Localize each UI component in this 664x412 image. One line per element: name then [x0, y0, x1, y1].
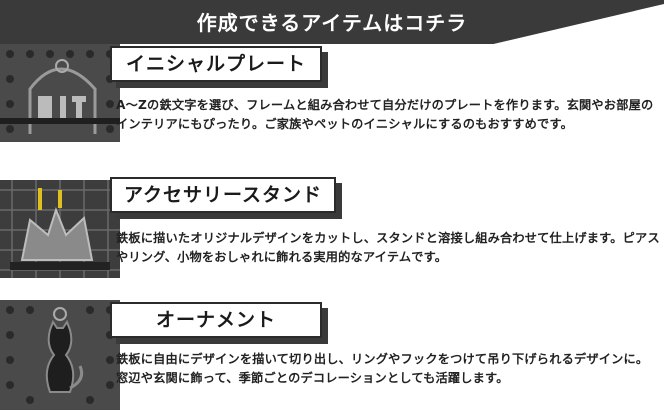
description-paragraph: 鉄板に描いたオリジナルデザインをカットし、スタンドと溶接し組み合わせて仕上げます…	[116, 231, 660, 264]
item-initial-plate: イニシャルプレート A～Zの鉄文字を選び、フレームと組み合わせて自分だけのプレー…	[0, 44, 664, 148]
initial-plate-photo	[0, 44, 120, 142]
item-label: アクセサリースタンド	[123, 184, 323, 206]
item-label-box: アクセサリースタンド	[110, 177, 336, 213]
description-paragraph: A～Zの鉄文字を選び、フレームと組み合わせて自分だけのプレートを作ります。玄関や…	[116, 98, 654, 131]
header-banner: 作成できるアイテムはコチラ	[0, 0, 664, 44]
banner-shape	[0, 0, 664, 44]
item-label-box: イニシャルプレート	[110, 46, 322, 82]
item-description: 鉄板に描いたオリジナルデザインをカットし、スタンドと溶接し組み合わせて仕上げます…	[116, 229, 661, 266]
ornament-photo	[0, 300, 120, 410]
description-paragraph: 鉄板に自由にデザインを描いて切り出し、リングやフックをつけて吊り下げられるデザイ…	[116, 352, 649, 366]
item-description: 鉄板に自由にデザインを描いて切り出し、リングやフックをつけて吊り下げられるデザイ…	[116, 350, 661, 387]
item-label-box: オーナメント	[110, 302, 322, 338]
item-label: イニシャルプレート	[125, 53, 306, 75]
banner-title: 作成できるアイテムはコチラ	[196, 11, 468, 35]
item-ornament: オーナメント 鉄板に自由にデザインを描いて切り出し、リングやフックをつけて吊り下…	[0, 298, 664, 412]
description-paragraph: 窓辺や玄関に飾って、季節ごとのデコレーションとしても活躍します。	[116, 370, 509, 385]
item-description: A～Zの鉄文字を選び、フレームと組み合わせて自分だけのプレートを作ります。玄関や…	[116, 96, 661, 133]
accessory-stand-photo	[0, 180, 120, 278]
item-label: オーナメント	[155, 309, 276, 331]
item-accessory-stand: アクセサリースタンド 鉄板に描いたオリジナルデザインをカットし、スタンドと溶接し…	[0, 177, 664, 281]
